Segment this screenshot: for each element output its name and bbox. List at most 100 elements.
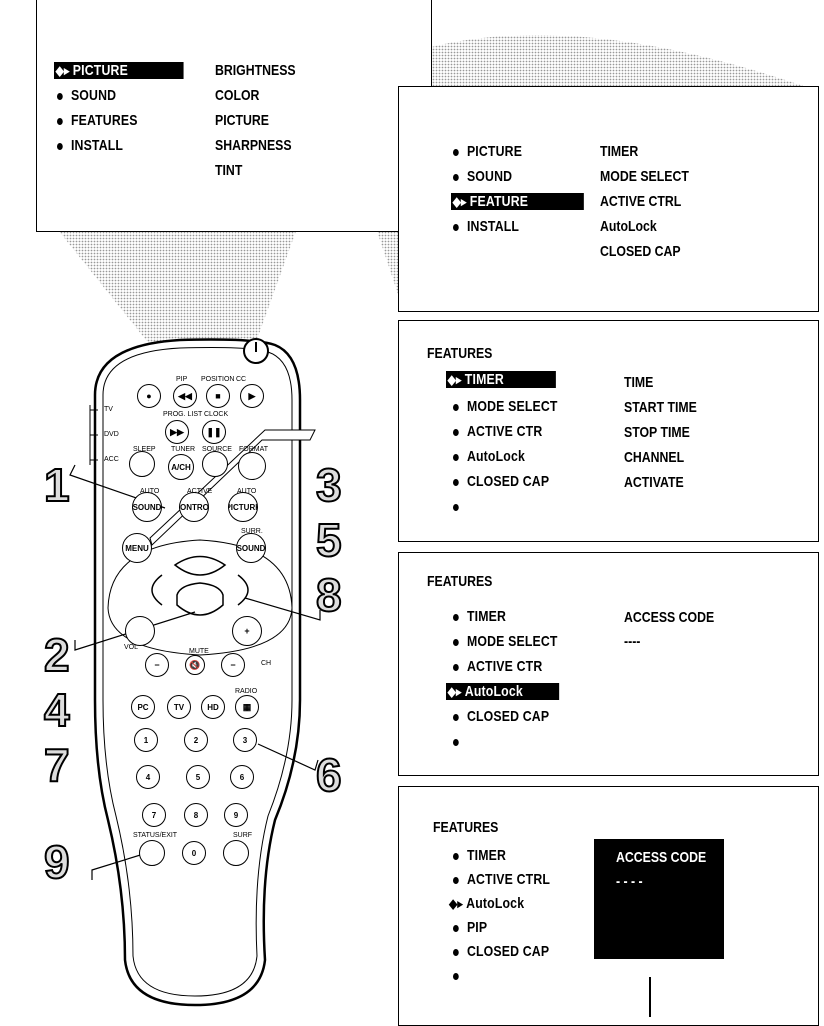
label-active: ACTIVE: [187, 488, 212, 495]
ch-plus-button[interactable]: +: [232, 616, 262, 646]
menu-item-empty[interactable]: [453, 733, 467, 750]
format-button[interactable]: [238, 452, 266, 480]
ch-minus-button[interactable]: −: [221, 653, 245, 677]
stop-button[interactable]: ■: [206, 384, 230, 408]
menu-item-autolock[interactable]: ◆▸AutoLock: [449, 895, 524, 912]
menu-item-active-ctr[interactable]: ACTIVE CTR: [453, 658, 542, 675]
mute-button[interactable]: 🔇: [185, 655, 205, 675]
radio-button[interactable]: ▦: [235, 695, 259, 719]
menu-item-feature[interactable]: ◆▸FEATURE: [451, 193, 584, 210]
menu-item-install[interactable]: INSTALL: [453, 218, 519, 235]
bullet-icon: [453, 504, 459, 511]
menu-item-picture[interactable]: ◆▸PICTURE: [54, 62, 184, 79]
digit-4-button[interactable]: 4: [136, 765, 160, 789]
menu-item-active-ctr[interactable]: ACTIVE CTR: [453, 423, 542, 440]
bullet-icon: [453, 614, 459, 621]
menu-item-empty[interactable]: [453, 967, 467, 984]
navigation-arrow-icon: ◆▸: [56, 63, 70, 79]
menu-item-features[interactable]: FEATURES: [57, 112, 138, 129]
panel-title: FEATURES: [427, 573, 492, 590]
digit-2-button[interactable]: 2: [184, 728, 208, 752]
submenu-autolock: AutoLock: [600, 218, 657, 235]
navigation-arrow-icon: ◆▸: [448, 684, 462, 700]
menu-item-closed-cap[interactable]: CLOSED CAP: [453, 943, 549, 960]
digit-0-button[interactable]: 0: [182, 841, 206, 865]
step-number-4: 4: [44, 683, 70, 737]
menu-item-timer[interactable]: TIMER: [453, 847, 506, 864]
source-button[interactable]: [202, 451, 228, 477]
menu-item-install[interactable]: INSTALL: [57, 137, 123, 154]
active-control-button[interactable]: CONTROL: [179, 492, 209, 522]
main-menu-panel: ◆▸PICTURE SOUND FEATURES INSTALL BRIGHTN…: [36, 0, 432, 232]
digit-8-button[interactable]: 8: [184, 803, 208, 827]
menu-item-closed-cap[interactable]: CLOSED CAP: [453, 473, 549, 490]
menu-item-mode-select[interactable]: MODE SELECT: [453, 633, 558, 650]
label-format: FORMAT: [239, 446, 268, 453]
cursor-line: [649, 977, 651, 1017]
status-exit-button[interactable]: [139, 840, 165, 866]
timer-menu-panel: FEATURES ◆▸TIMER MODE SELECT ACTIVE CTR …: [398, 320, 819, 542]
label-pip: PIP: [176, 376, 187, 383]
fast-forward-button[interactable]: ▶▶: [165, 420, 189, 444]
play-button[interactable]: ▶: [240, 384, 264, 408]
digit-7-button[interactable]: 7: [142, 803, 166, 827]
menu-item-timer[interactable]: TIMER: [453, 608, 506, 625]
pc-button[interactable]: PC: [131, 695, 155, 719]
menu-item-mode-select[interactable]: MODE SELECT: [453, 398, 558, 415]
menu-item-pip[interactable]: PIP: [453, 919, 487, 936]
digit-6-button[interactable]: 6: [230, 765, 254, 789]
access-code-menu-panel: FEATURES TIMER ACTIVE CTRL ◆▸AutoLock PI…: [398, 786, 819, 1026]
menu-item-autolock[interactable]: ◆▸AutoLock: [446, 683, 559, 700]
switch-label-tv: TV: [104, 406, 113, 413]
submenu-active-ctrl: ACTIVE CTRL: [600, 193, 681, 210]
menu-item-sound[interactable]: SOUND: [453, 168, 512, 185]
vol-plus-button[interactable]: [125, 616, 155, 646]
access-code-value[interactable]: - - - -: [616, 873, 643, 890]
menu-button[interactable]: MENU: [122, 533, 152, 563]
label-source: SOURCE: [202, 446, 232, 453]
ach-button[interactable]: A/CH: [168, 454, 194, 480]
surf-button[interactable]: [223, 840, 249, 866]
tv-button[interactable]: TV: [167, 695, 191, 719]
record-button[interactable]: ●: [137, 384, 161, 408]
submenu-start-time: START TIME: [624, 399, 697, 416]
menu-item-active-ctrl[interactable]: ACTIVE CTRL: [453, 871, 550, 888]
digit-5-button[interactable]: 5: [186, 765, 210, 789]
panel-title: FEATURES: [433, 819, 498, 836]
auto-picture-button[interactable]: PICTURE: [228, 492, 258, 522]
sleep-button[interactable]: [129, 451, 155, 477]
auto-sound-button[interactable]: SOUND: [132, 492, 162, 522]
hd-button[interactable]: HD: [201, 695, 225, 719]
access-code-value[interactable]: ----: [624, 633, 640, 650]
bullet-icon: [453, 877, 459, 884]
submenu-mode-select: MODE SELECT: [600, 168, 689, 185]
navigation-arrow-icon: ◆▸: [449, 896, 463, 912]
digit-3-button[interactable]: 3: [233, 728, 257, 752]
menu-item-autolock[interactable]: AutoLock: [453, 448, 525, 465]
digit-9-button[interactable]: 9: [224, 803, 248, 827]
label-surf: SURF: [233, 832, 252, 839]
menu-item-sound[interactable]: SOUND: [57, 87, 116, 104]
digit-1-button[interactable]: 1: [134, 728, 158, 752]
menu-item-timer[interactable]: ◆▸TIMER: [446, 371, 556, 388]
pause-button[interactable]: ❚❚: [202, 420, 226, 444]
submenu-sharpness: SHARPNESS: [215, 137, 292, 154]
menu-item-empty[interactable]: [453, 498, 467, 515]
rewind-button[interactable]: ◀◀: [173, 384, 197, 408]
bullet-icon: [453, 664, 459, 671]
label-clock: CLOCK: [204, 411, 228, 418]
menu-item-closed-cap[interactable]: CLOSED CAP: [453, 708, 549, 725]
surr-sound-button[interactable]: SOUND: [236, 533, 266, 563]
bullet-icon: [453, 853, 459, 860]
vol-minus-button[interactable]: −: [145, 653, 169, 677]
bullet-icon: [453, 429, 459, 436]
bullet-icon: [453, 454, 459, 461]
step-number-3: 3: [316, 458, 342, 512]
bullet-icon: [453, 739, 459, 746]
menu-item-picture[interactable]: PICTURE: [453, 143, 522, 160]
submenu-tint: TINT: [215, 162, 242, 179]
step-number-9: 9: [44, 835, 70, 889]
submenu-closed-cap: CLOSED CAP: [600, 243, 681, 260]
switch-label-dvd: DVD: [104, 431, 119, 438]
bullet-icon: [453, 949, 459, 956]
